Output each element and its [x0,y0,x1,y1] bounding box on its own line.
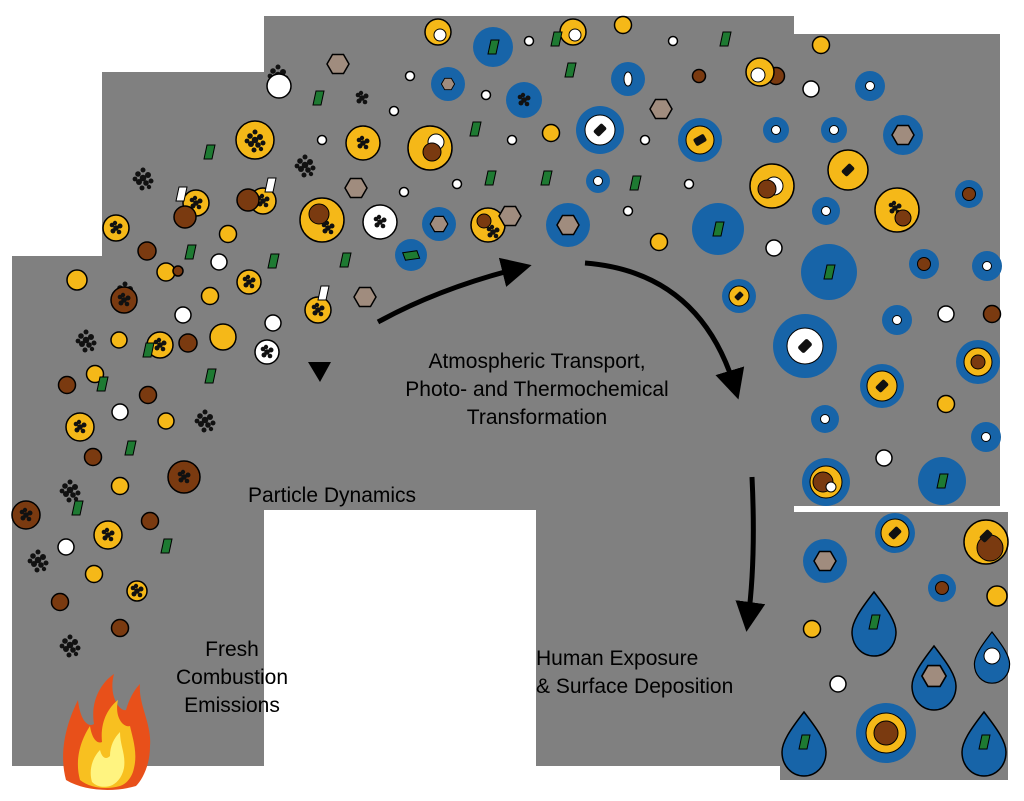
droplet-icon [781,591,1011,777]
white-particles [57,35,955,693]
dynamics-arrow [308,362,331,382]
emissions-label: Fresh Combustion Emissions [158,636,306,720]
white-coated-particles [254,204,398,365]
emissions-label-line-3: Emissions [184,694,280,717]
process-arrows [376,257,766,632]
particle-dynamics-label: Particle Dynamics [248,484,417,507]
exposure-label-line-2: & Surface Deposition [536,675,734,698]
brown-soot-particles [11,188,260,530]
exposure-label-line-1: Human Exposure [536,647,699,670]
water-coated-particles [395,27,1009,763]
emissions-label-line-1: Fresh [205,638,259,661]
transport-label-line-2: Photo- and Thermochemical [405,378,669,401]
transport-label: Atmospheric Transport, Photo- and Thermo… [383,348,691,432]
transport-label-line-1: Atmospheric Transport, [428,350,646,373]
organic-particles [66,15,1008,639]
flame-icon [63,674,151,790]
exposure-label: Human Exposure & Surface Deposition [536,645,733,701]
transport-label-line-3: Transformation [466,406,608,429]
emissions-label-line-2: Combustion [175,666,289,689]
